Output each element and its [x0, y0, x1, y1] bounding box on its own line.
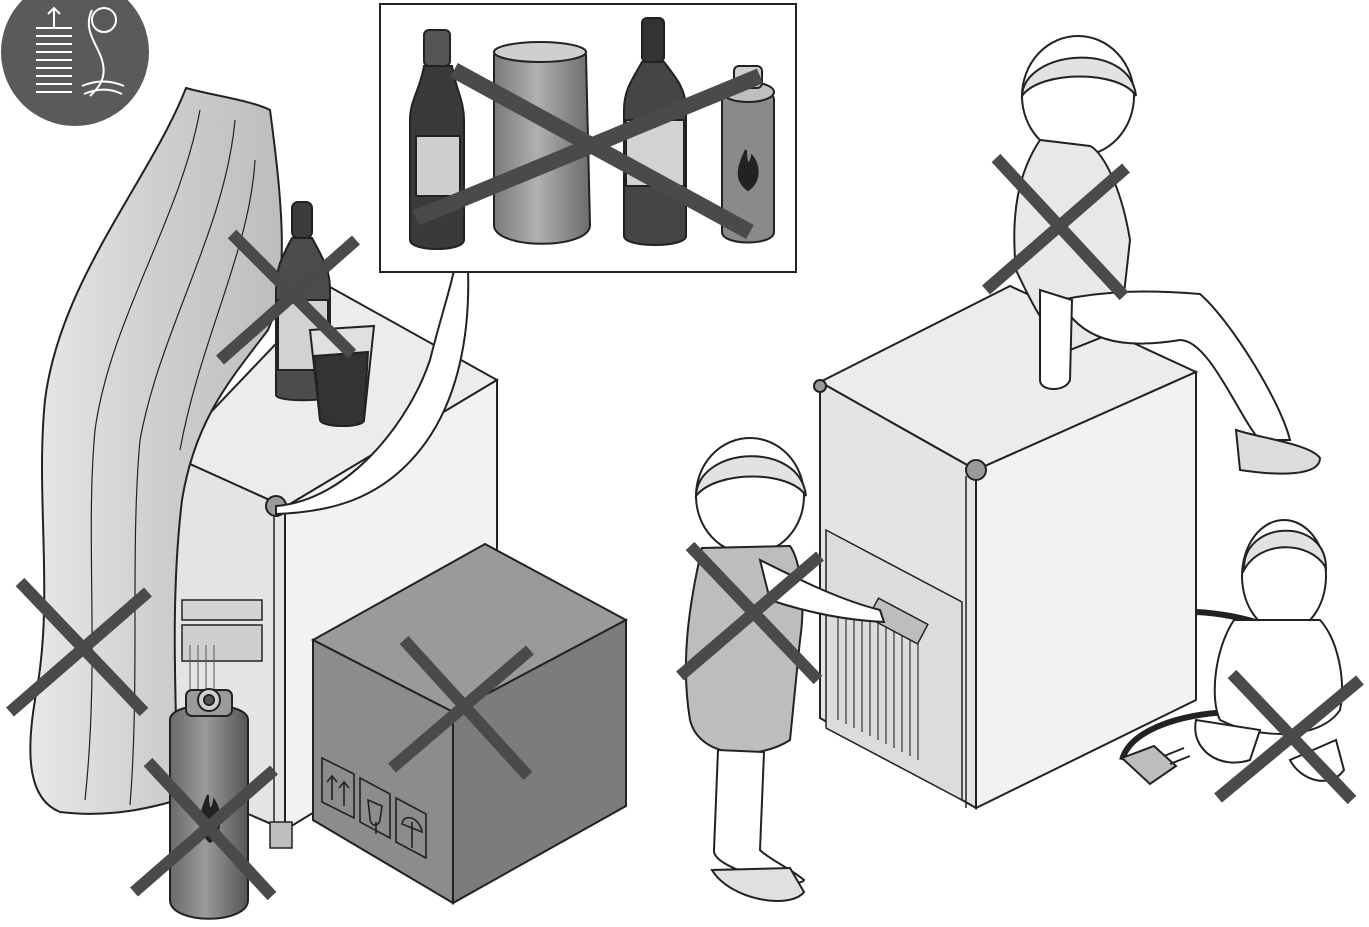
baby-with-cord	[1195, 520, 1344, 781]
inset-forbidden-items	[380, 4, 796, 272]
left-scene	[10, 4, 796, 919]
manual-logo-icon	[1, 0, 149, 126]
plug	[1122, 746, 1190, 784]
